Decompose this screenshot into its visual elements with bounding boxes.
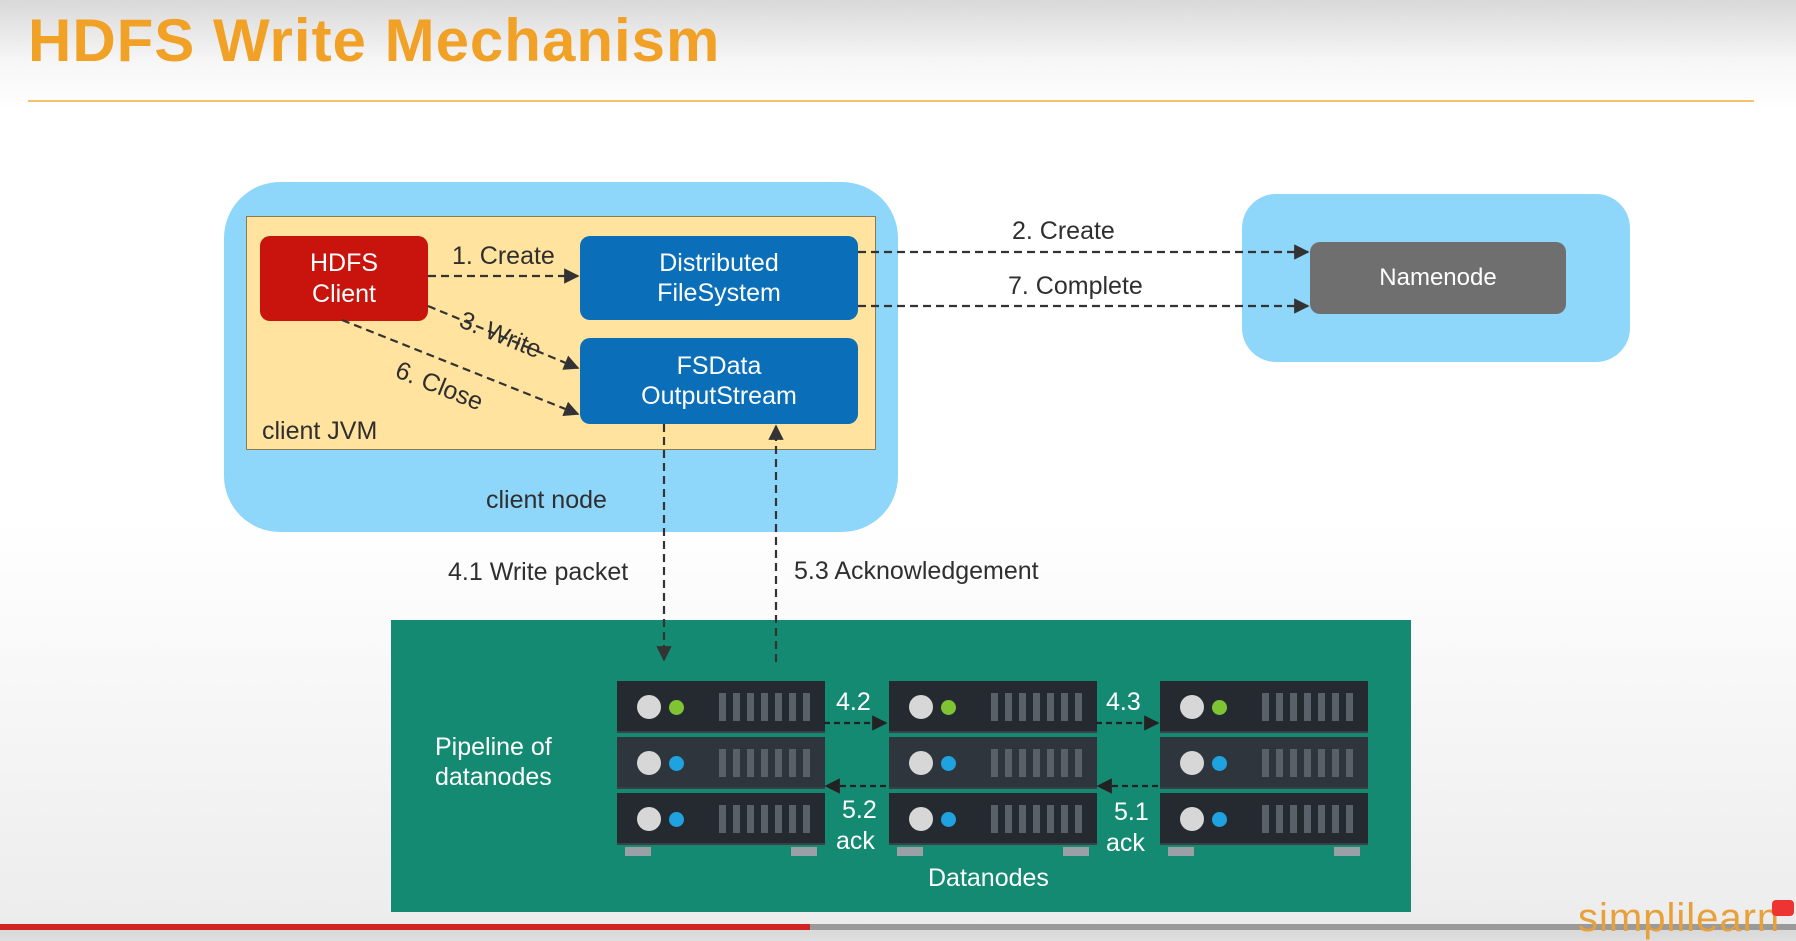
client-node-label: client node [486,486,607,514]
hdfs-client-box: HDFS Client [260,236,428,321]
brand-logo: simplilearn [1578,896,1781,940]
footer-progress-red [0,924,810,930]
vent-grill [719,749,813,777]
client-jvm-label: client JVM [262,417,378,445]
youtube-icon [1772,900,1794,916]
vent-grill [719,693,813,721]
server-unit [889,793,1097,845]
arrow-6-close [341,318,580,417]
power-led-icon [1180,807,1204,831]
status-led-icon [669,812,684,827]
vent-grill [719,805,813,833]
arrow-3-write [427,304,580,370]
pipeline-label: Pipeline of datanodes [435,733,552,791]
server-unit [1160,681,1368,733]
label-5-3-acknowledgement: 5.3 Acknowledgement [794,557,1039,585]
namenode-box: Namenode [1310,242,1566,314]
server-foot [1063,847,1089,856]
label-5-2-ack: ack [836,827,875,855]
status-led-icon [1212,812,1227,827]
label-2-create: 2. Create [1012,217,1115,245]
power-led-icon [637,751,661,775]
power-led-icon [1180,695,1204,719]
power-led-icon [909,695,933,719]
status-led-icon [941,812,956,827]
power-led-icon [637,807,661,831]
server-foot [625,847,651,856]
datanode-server-2 [889,681,1097,856]
label-5-1-number: 5.1 [1114,798,1149,826]
server-unit [1160,737,1368,789]
label-5-2-number: 5.2 [842,796,877,824]
server-unit [1160,793,1368,845]
server-foot [897,847,923,856]
server-unit [889,737,1097,789]
server-unit [889,681,1097,733]
power-led-icon [909,807,933,831]
power-led-icon [1180,751,1204,775]
vent-grill [991,749,1085,777]
server-foot [1334,847,1360,856]
status-led-icon [941,700,956,715]
server-unit [617,793,825,845]
vent-grill [991,693,1085,721]
vent-grill [1262,805,1356,833]
distributed-filesystem-box: Distributed FileSystem [580,236,858,320]
server-unit [617,681,825,733]
label-4-1-write-packet: 4.1 Write packet [448,558,629,586]
footer-progress-grey [810,924,1796,930]
server-foot [1168,847,1194,856]
server-unit [617,737,825,789]
fsdata-outputstream-box: FSData OutputStream [580,338,858,424]
vent-grill [1262,749,1356,777]
vent-grill [1262,693,1356,721]
label-4-2: 4.2 [836,688,871,716]
vent-grill [991,805,1085,833]
label-1-create: 1. Create [452,242,555,270]
label-5-1-ack: ack [1106,829,1145,857]
page-title: HDFS Write Mechanism [28,7,721,74]
datanode-server-1 [617,681,825,856]
title-divider [28,100,1754,102]
datanode-server-3 [1160,681,1368,856]
label-4-3: 4.3 [1106,688,1141,716]
status-led-icon [669,756,684,771]
label-7-complete: 7. Complete [1008,272,1143,300]
status-led-icon [1212,756,1227,771]
power-led-icon [909,751,933,775]
status-led-icon [1212,700,1227,715]
status-led-icon [669,700,684,715]
status-led-icon [941,756,956,771]
datanodes-label: Datanodes [928,864,1049,892]
server-foot [791,847,817,856]
power-led-icon [637,695,661,719]
